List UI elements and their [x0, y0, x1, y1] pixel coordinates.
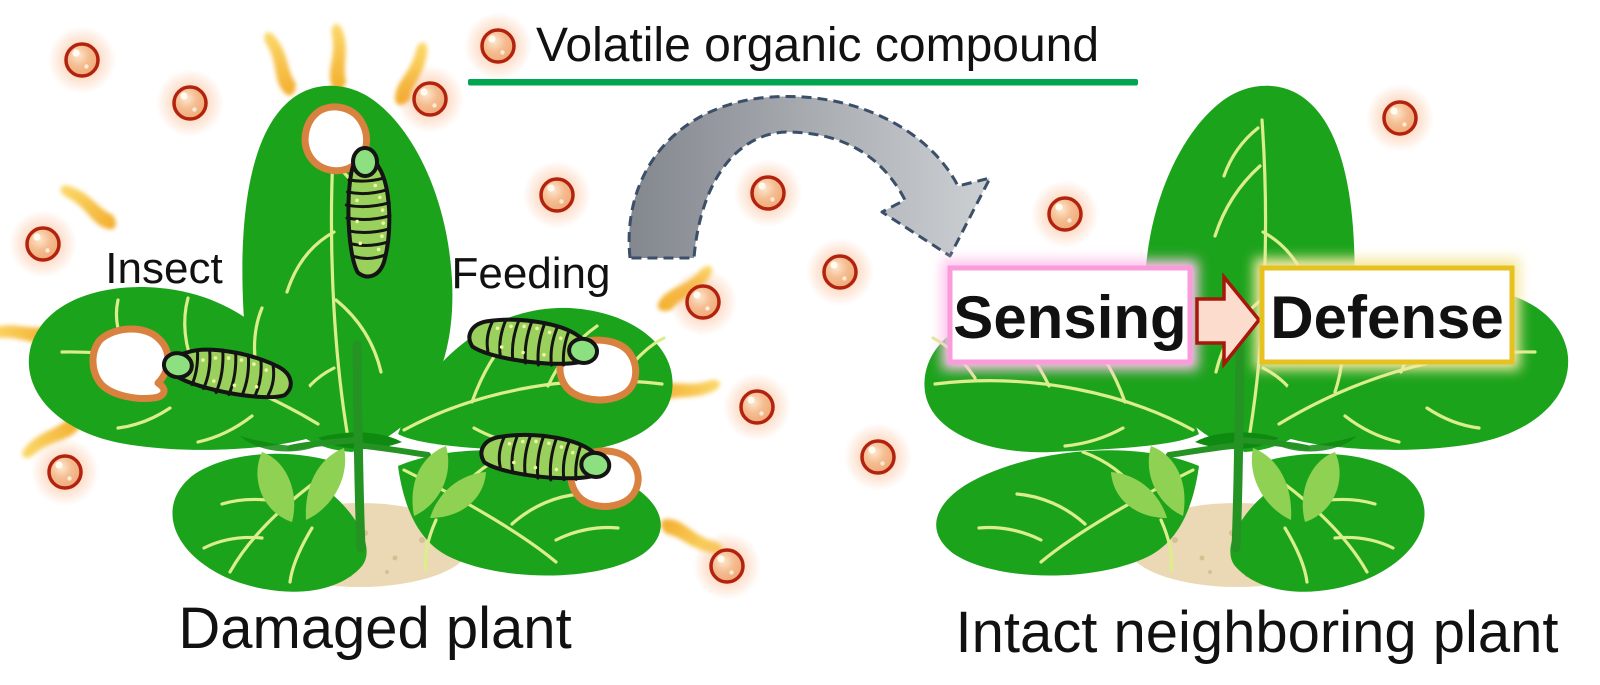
- intact-plant: Intact neighboring plant: [924, 86, 1568, 665]
- legend-label: Volatile organic compound: [536, 19, 1099, 72]
- voc-molecule: [1029, 178, 1101, 250]
- voc-molecule: [29, 436, 101, 508]
- voc-molecule: [842, 421, 914, 493]
- sensing-box: [947, 265, 1193, 365]
- sensing-label: Sensing: [953, 284, 1186, 351]
- sensing-defense-panel: Sensing Defense: [942, 258, 1520, 370]
- voc-molecule: [154, 67, 226, 139]
- defense-label: Defense: [1270, 284, 1503, 351]
- voc-molecule: [46, 24, 118, 96]
- voc-legend-icon: [462, 10, 534, 82]
- voc-transfer-arrow: [627, 95, 992, 260]
- sensing-to-defense-arrow: [1195, 272, 1262, 370]
- voc-molecule: [691, 530, 763, 602]
- voc-molecule: [7, 208, 79, 280]
- legend: Volatile organic compound: [462, 10, 1138, 86]
- defense-box: [1259, 265, 1515, 365]
- voc-molecule: [721, 371, 793, 443]
- intact-plant-caption: Intact neighboring plant: [956, 600, 1559, 665]
- emission-mark: [329, 23, 349, 92]
- legend-underline: [468, 79, 1138, 86]
- voc-molecule: [394, 63, 466, 135]
- voc-molecule: [732, 157, 804, 229]
- voc-molecule: [1364, 82, 1436, 154]
- voc-molecule: [521, 159, 593, 231]
- damaged-plant-caption: Damaged plant: [178, 596, 571, 661]
- voc-molecule: [667, 266, 739, 338]
- emission-mark: [262, 29, 299, 98]
- damaged-plant: Insect Feeding Damaged plant: [0, 23, 725, 661]
- feeding-label: Feeding: [451, 249, 610, 298]
- voc-molecule: [804, 236, 876, 308]
- leaf-hole: [89, 325, 172, 402]
- insect-label: Insect: [105, 244, 222, 293]
